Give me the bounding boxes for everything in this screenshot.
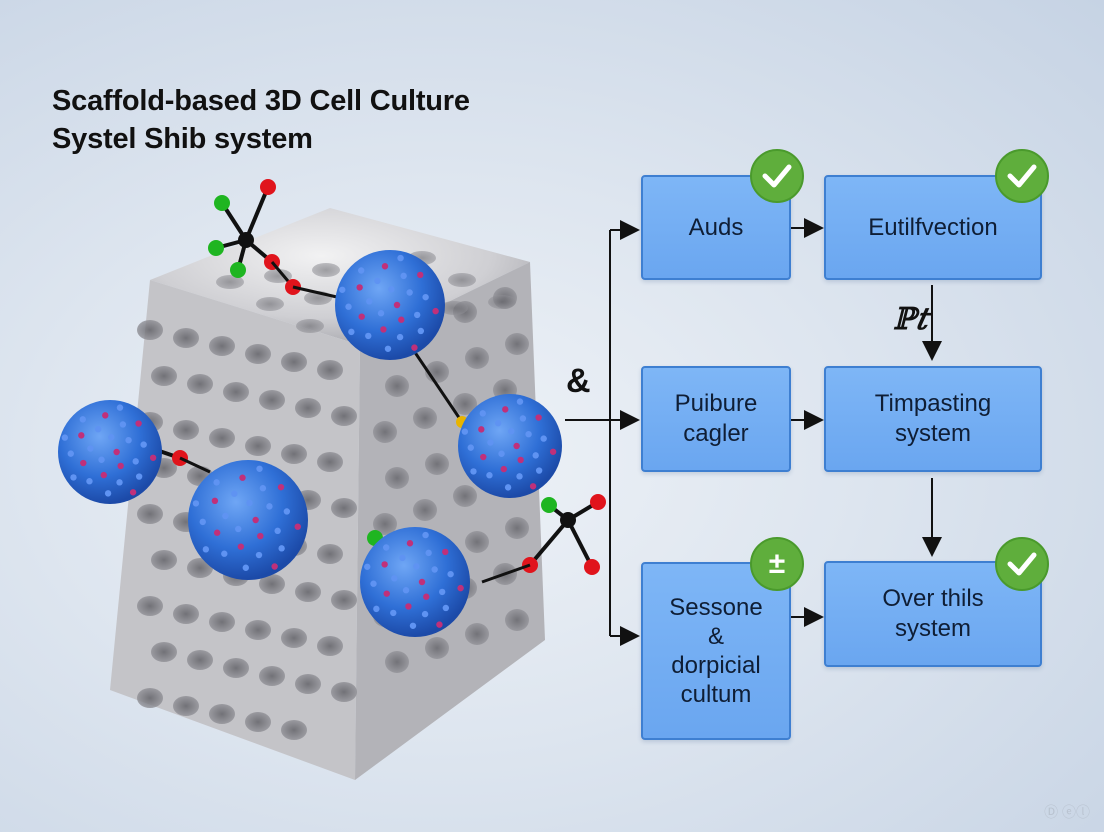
cell-icon [458, 394, 562, 498]
box-sessone-line1: Sessone [669, 594, 763, 621]
box-over-line2: system [894, 615, 971, 642]
title-line-2: Systel Shib system [52, 123, 313, 155]
cell-icon [188, 460, 308, 580]
cell-icon [360, 527, 470, 637]
box-auds-label: Auds [688, 213, 744, 241]
symbol-annotation: ℙ𝑡 [893, 302, 928, 337]
box-sessone-line3: dorpicial [671, 652, 761, 679]
box-puibure: Puibure cagler [641, 366, 791, 472]
watermark: Ⓓ ⓔⓛ [1044, 804, 1090, 820]
page-title: Scaffold-based 3D Cell Culture Systel Sh… [52, 82, 470, 158]
box-puibure-line2: cagler [683, 420, 749, 447]
check-badge-icon [750, 149, 804, 203]
box-timpasting: Timpasting system [824, 366, 1042, 472]
box-auds: Auds [641, 175, 791, 280]
box-eutilfvection: Eutilfvection [824, 175, 1042, 280]
box-sessone-line2: & [707, 623, 724, 650]
cell-icon [335, 250, 445, 360]
box-puibure-line1: Puibure [674, 390, 758, 417]
cell-icon [58, 400, 162, 504]
box-eutilfvection-label: Eutilfvection [868, 213, 998, 241]
box-timpasting-line1: Timpasting [874, 390, 992, 417]
cell-group [58, 250, 562, 637]
connector-lines [565, 218, 942, 646]
box-sessone-line4: cultum [680, 681, 752, 708]
check-badge-icon [995, 149, 1049, 203]
box-sessone: Sessone & dorpicial cultum [641, 562, 791, 740]
box-over-line1: Over thils [882, 585, 984, 612]
molecule-icon [522, 494, 606, 575]
molecule-group [119, 179, 606, 584]
molecule-icon [208, 179, 280, 278]
box-timpasting-line2: system [894, 420, 971, 447]
ampersand-annotation: & [566, 362, 591, 400]
plus-minus-badge-icon: ± [750, 537, 804, 591]
check-badge-icon [995, 537, 1049, 591]
title-line-1: Scaffold-based 3D Cell Culture [52, 85, 470, 117]
